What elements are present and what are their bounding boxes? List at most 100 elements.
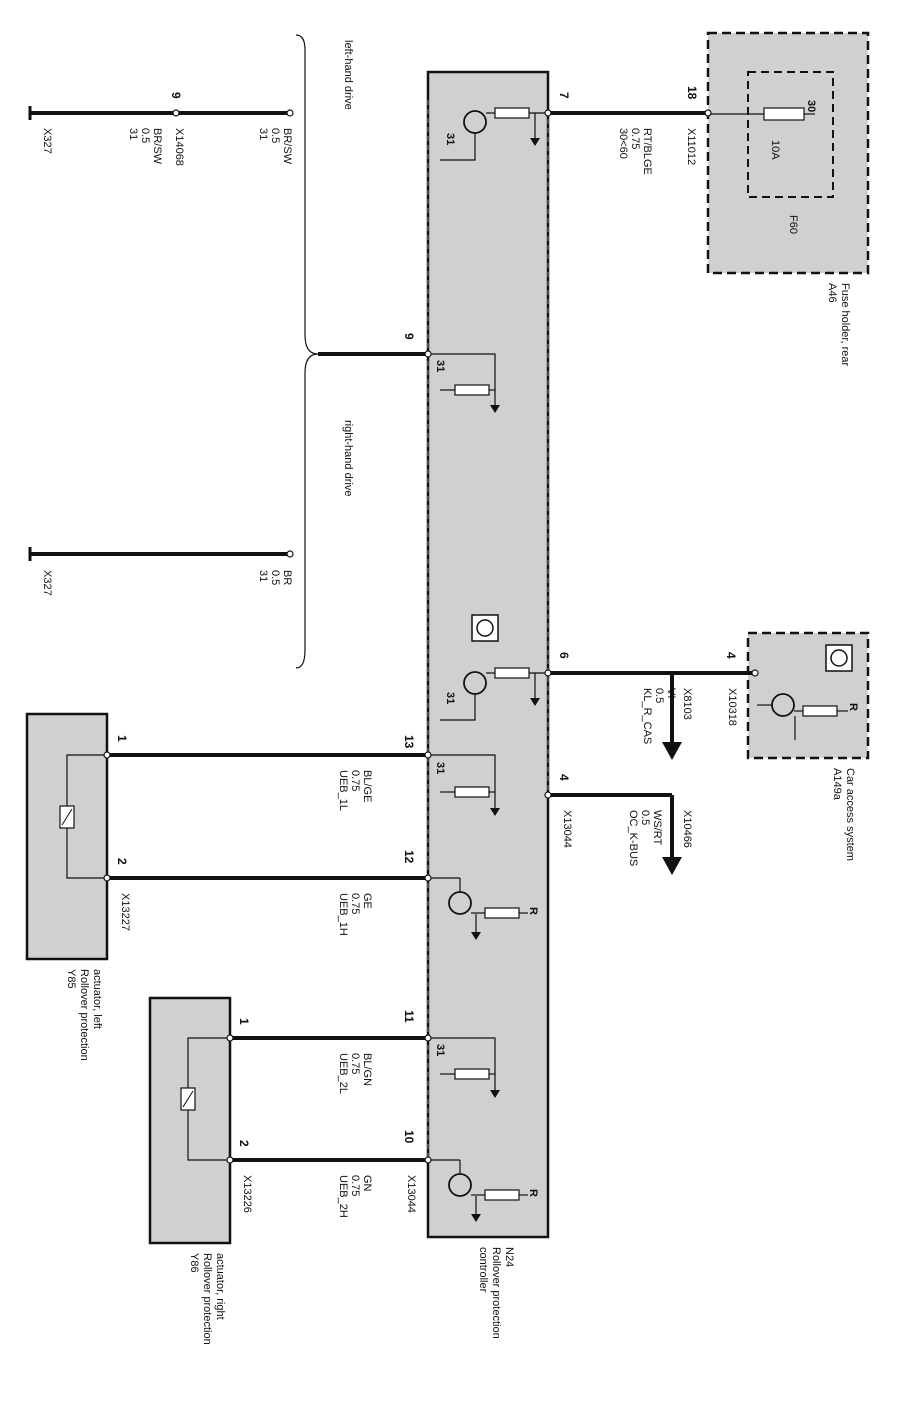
svg-text:GN: GN [361,1175,373,1192]
n24-controller-box [426,70,550,1239]
svg-text:0.75: 0.75 [349,1175,361,1196]
n24-id: N24 [503,1247,515,1267]
label-wire-lhd-gnd: 31 0.5 BR/SW [127,128,163,165]
svg-text:0.75: 0.75 [349,770,361,791]
n24-circuit-pin13 [428,754,500,816]
svg-text:0.75: 0.75 [349,893,361,914]
svg-text:UEB_1L: UEB_1L [337,770,349,811]
svg-text:0.5: 0.5 [269,128,281,143]
pin-y86-2: 2 [237,1140,251,1147]
cas-diagnosis-icon-circle [830,649,848,667]
n24-diagnosis-icon-circle [476,619,494,637]
x13226-label: X13226 [241,1175,253,1213]
n24-diagnosis-icon [471,614,499,642]
svg-text:BR/SW: BR/SW [281,128,293,165]
f60-rating: 10A [769,140,781,160]
svg-text:KL_R_CAS: KL_R_CAS [641,688,653,744]
n24-gnd-31-e: 31 [434,1044,446,1056]
pin-n24-13: 13 [402,735,416,749]
pin-cas-4: 4 [724,652,738,659]
svg-text:VI: VI [665,688,677,698]
cas-diagnosis-icon [825,644,853,672]
pin-n24-10: 10 [402,1130,416,1144]
svg-text:0.75: 0.75 [629,128,641,149]
x327-lhd-label: X327 [41,128,53,154]
label-wire-fuse: 30<60 0.75 RT/BLGE [617,128,653,175]
x13044-top-label: X13044 [561,810,573,848]
x327-rhd-label: X327 [41,570,53,596]
pin-n24-6: 6 [557,652,571,659]
svg-text:RT/BLGE: RT/BLGE [641,128,653,175]
label-wire-kbus: OC_K-BUS 0.5 WS/RT [627,810,663,866]
x13044-bottom-label: X13044 [405,1175,417,1213]
y86-id: Y86 [188,1253,200,1273]
n24-r-pin12: R [527,907,539,915]
pin-n24-9: 9 [402,333,416,340]
drive-variant-brace [295,34,319,669]
svg-text:WS/RT: WS/RT [651,810,663,846]
n24-circuit-top [440,107,548,161]
label-wire-ueb1l: UEB_1L 0.75 BL/GE [337,770,373,811]
connector-nodes [103,109,759,1164]
x10318-label: X10318 [726,688,738,726]
f60-fuse-symbol [763,107,805,121]
a46-name: Fuse holder, rear [839,283,851,366]
svg-text:31: 31 [257,570,269,582]
pin-y85-2: 2 [115,858,129,865]
a46-id: A46 [826,283,838,303]
svg-text:UEB_1H: UEB_1H [337,893,349,936]
y86-name-line2: actuator, right [214,1253,226,1320]
n24-circuit-ground-9 [428,353,500,413]
n24-gnd-31-d: 31 [434,762,446,774]
svg-text:0.75: 0.75 [349,1053,361,1074]
n24-circuit-pin11 [428,1037,500,1098]
n24-gnd-31-c: 31 [444,692,456,704]
f60-fuse-box [747,71,834,198]
n24-r-pin10: R [527,1189,539,1197]
lhd-label: left-hand drive [342,40,354,110]
x10466-label: X10466 [681,810,693,848]
y86-actuator-box [148,996,232,1245]
svg-text:BR: BR [281,570,293,585]
label-wire-lhd: 31 0.5 BR/SW [257,128,293,165]
svg-text:0.5: 0.5 [639,810,651,825]
pin-y86-1: 1 [237,1018,251,1025]
y86-name-line1: Rollover protection [201,1253,213,1345]
svg-text:UEB_2H: UEB_2H [337,1175,349,1218]
svg-text:UEB_2L: UEB_2L [337,1053,349,1094]
cas-resistor [802,705,838,717]
svg-text:OC_K-BUS: OC_K-BUS [627,810,639,866]
n24-gnd-31-a: 31 [444,133,456,145]
y85-coil-slash [61,808,73,826]
f60-terminal: 30 [805,100,817,112]
svg-text:0.5: 0.5 [653,688,665,703]
y85-id: Y85 [65,969,77,989]
x8103-label: X8103 [681,688,693,720]
a149a-id: A149a [831,768,843,801]
n24-circuit-pin12 [428,877,528,940]
svg-text:31: 31 [257,128,269,140]
svg-text:GE: GE [361,893,373,909]
svg-text:0.5: 0.5 [269,570,281,585]
pin-fuse-18: 18 [685,86,699,100]
pin-n24-12: 12 [402,850,416,864]
n24-name-line2: controller [477,1247,489,1293]
y85-name-line1: Rollover protection [78,969,90,1061]
svg-text:31: 31 [127,128,139,140]
cas-r-label: R [847,703,859,711]
label-wire-ueb2h: UEB_2H 0.75 GN [337,1175,373,1218]
svg-text:30<60: 30<60 [617,128,629,159]
f60-id: F60 [787,215,799,234]
label-wire-rhd-gnd: 31 0.5 BR [257,570,293,585]
x8103-arrow-icon [662,742,682,760]
n24-circuit-pin10 [428,1159,528,1222]
pin-y85-1: 1 [115,735,129,742]
n24-circuit-pin6 [440,667,548,721]
label-wire-ueb2l: UEB_2L 0.75 BL/GN [337,1053,373,1094]
y85-name-line2: actuator, left [91,969,103,1029]
pin-x14068-9: 9 [169,92,183,99]
x10466-arrow-icon [662,857,682,875]
svg-text:BR/SW: BR/SW [151,128,163,165]
pin-n24-4: 4 [557,774,571,781]
